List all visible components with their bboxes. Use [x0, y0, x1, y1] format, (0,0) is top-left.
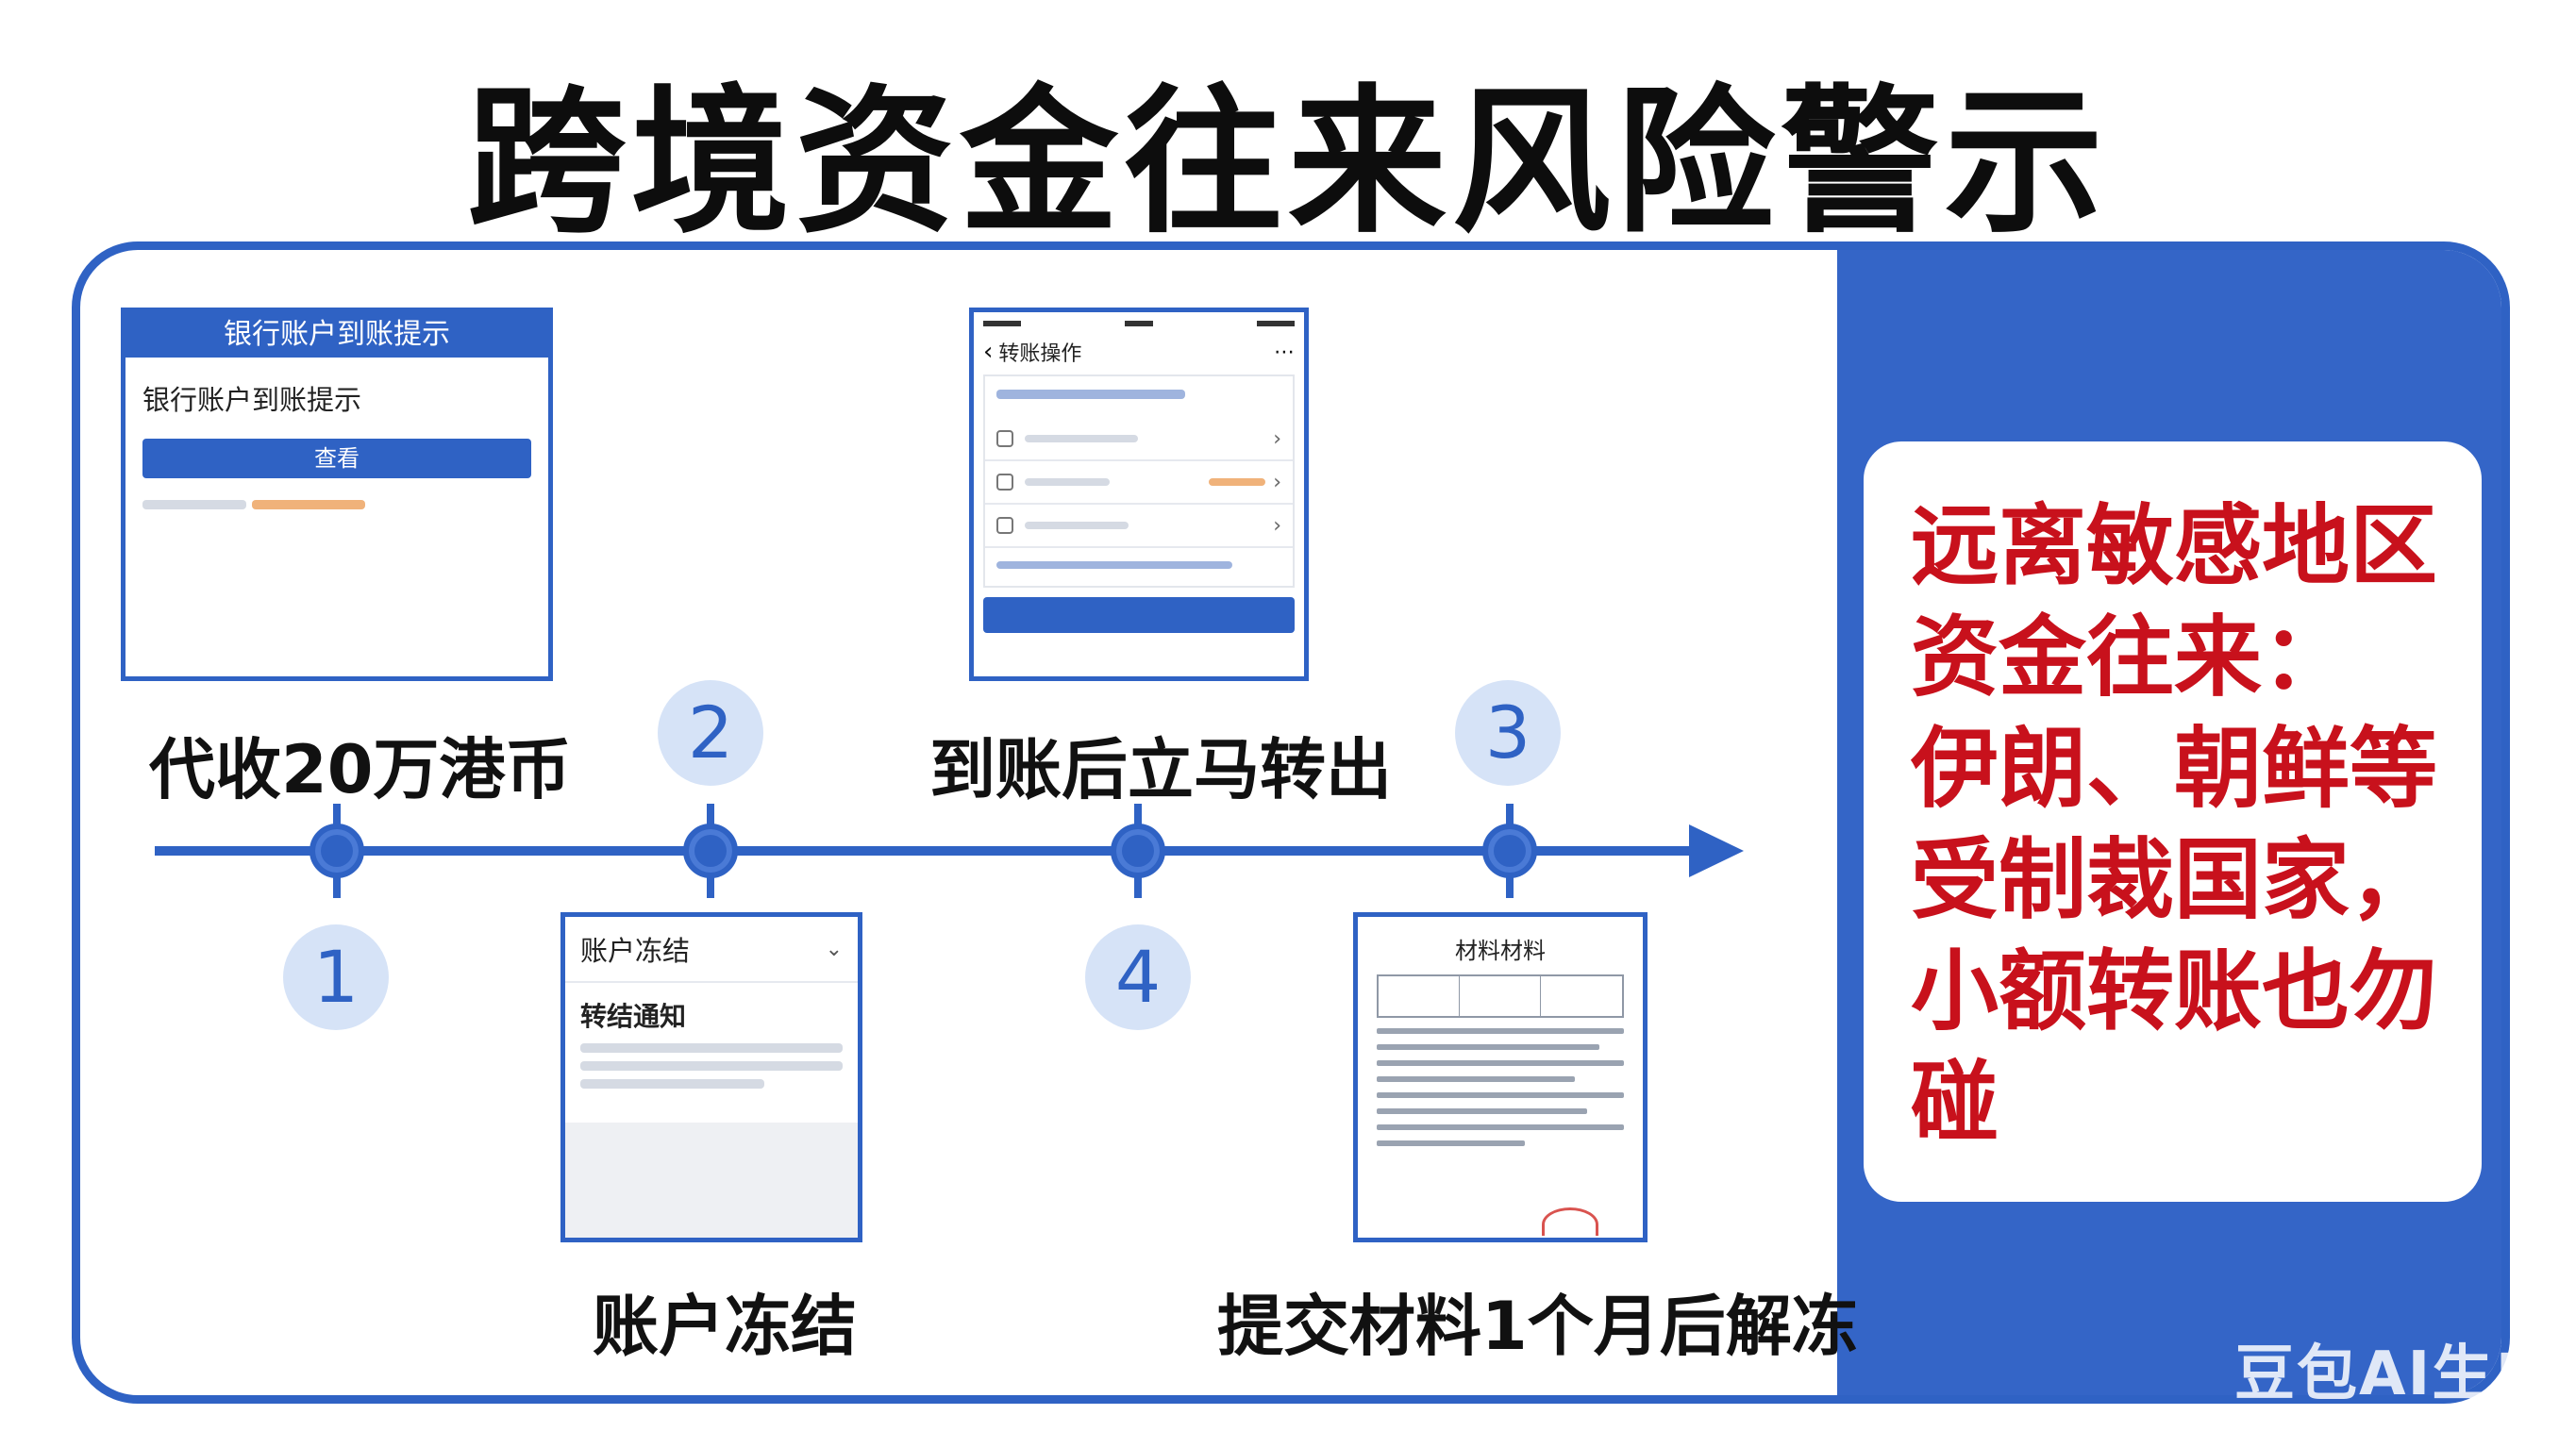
form-row[interactable]: › — [985, 461, 1293, 505]
warning-line: 碰 — [1911, 1052, 1999, 1154]
document-line — [1377, 1028, 1624, 1034]
form-row[interactable]: › — [985, 418, 1293, 461]
page-title: 跨境资金往来风险警示 — [467, 70, 2109, 255]
document-line — [1377, 1092, 1624, 1098]
blurred-text — [580, 1043, 843, 1053]
document-table — [1377, 974, 1624, 1018]
card-title: 银行账户到账提示 — [142, 384, 362, 416]
watermark: 豆包AI生成 — [2234, 1340, 2557, 1409]
step-number-badge: 4 — [1085, 924, 1191, 1030]
more-icon[interactable]: ⋯ — [1274, 340, 1295, 364]
chevron-right-icon: › — [1273, 513, 1281, 538]
screen-title: 转账操作 — [998, 342, 1082, 366]
blurred-text — [985, 548, 1293, 586]
card-header: 账户冻结 — [580, 935, 691, 967]
view-button[interactable]: 查看 — [142, 439, 531, 478]
step-number-badge: 3 — [1455, 680, 1561, 786]
confirm-button[interactable] — [983, 597, 1295, 633]
step-label: 账户冻结 — [593, 1288, 857, 1365]
step-label: 代收20万港币 — [149, 731, 572, 808]
freeze-notice-card: 账户冻结 ⌄ 转结通知 — [560, 912, 862, 1242]
bank-notice-card: 银行账户到账提示 银行账户到账提示 查看 — [121, 308, 553, 681]
red-stamp — [1542, 1207, 1598, 1236]
blurred-text — [580, 1079, 764, 1089]
timeline-node — [1111, 824, 1165, 878]
timeline-arrowhead — [1689, 824, 1744, 877]
form-row[interactable]: › — [985, 505, 1293, 548]
user-icon — [996, 430, 1013, 447]
transfer-phone-card: ‹ 转账操作 ⋯ › › › — [969, 308, 1309, 681]
warning-line: 伊朗、朝鲜等 — [1911, 718, 2437, 820]
document-line — [1377, 1076, 1575, 1082]
document-line — [1377, 1044, 1599, 1050]
chevron-right-icon: › — [1273, 426, 1281, 451]
calendar-icon — [996, 517, 1013, 534]
timeline-axis — [155, 846, 1702, 856]
transfer-form: › › › — [983, 374, 1295, 588]
chevron-right-icon: › — [1273, 470, 1281, 494]
document-line — [1377, 1060, 1624, 1066]
documents-card: 材料材料 — [1353, 912, 1648, 1242]
step-label: 提交材料1个月后解冻 — [1217, 1288, 1858, 1365]
warning-line: 受制裁国家， — [1911, 829, 2437, 931]
timeline-node — [683, 824, 738, 878]
card-title: 转结通知 — [580, 1001, 687, 1032]
document-line — [1377, 1124, 1624, 1130]
card-header-row: 账户冻结 ⌄ — [565, 917, 858, 983]
warning-line: 远离敏感地区 — [1911, 495, 2437, 597]
warning-line: 小额转账也勿 — [1911, 940, 2437, 1042]
card-header: 银行账户到账提示 — [125, 312, 548, 358]
warning-card: 远离敏感地区 资金往来： 伊朗、朝鲜等 受制裁国家， 小额转账也勿 碰 — [1864, 441, 2482, 1202]
warning-line: 资金往来： — [1911, 607, 2350, 708]
step-number-badge: 2 — [658, 680, 763, 786]
lock-icon — [996, 474, 1013, 491]
step-number-badge: 1 — [283, 924, 389, 1030]
blurred-text — [985, 376, 1293, 418]
nav-bar: ‹ 转账操作 ⋯ — [974, 335, 1304, 369]
document-line — [1377, 1140, 1526, 1146]
document-line — [1377, 1108, 1587, 1114]
card-body: 转结通知 — [565, 983, 858, 1110]
document-title: 材料材料 — [1455, 938, 1546, 964]
chevron-down-icon[interactable]: ⌄ — [825, 937, 843, 961]
status-bar — [974, 312, 1304, 335]
blurred-text — [580, 1061, 843, 1071]
timeline-node — [1482, 824, 1537, 878]
blurred-text — [142, 491, 531, 518]
step-label: 到账后立马转出 — [929, 731, 1392, 808]
timeline-node — [309, 824, 364, 878]
back-icon[interactable]: ‹ — [983, 338, 994, 366]
